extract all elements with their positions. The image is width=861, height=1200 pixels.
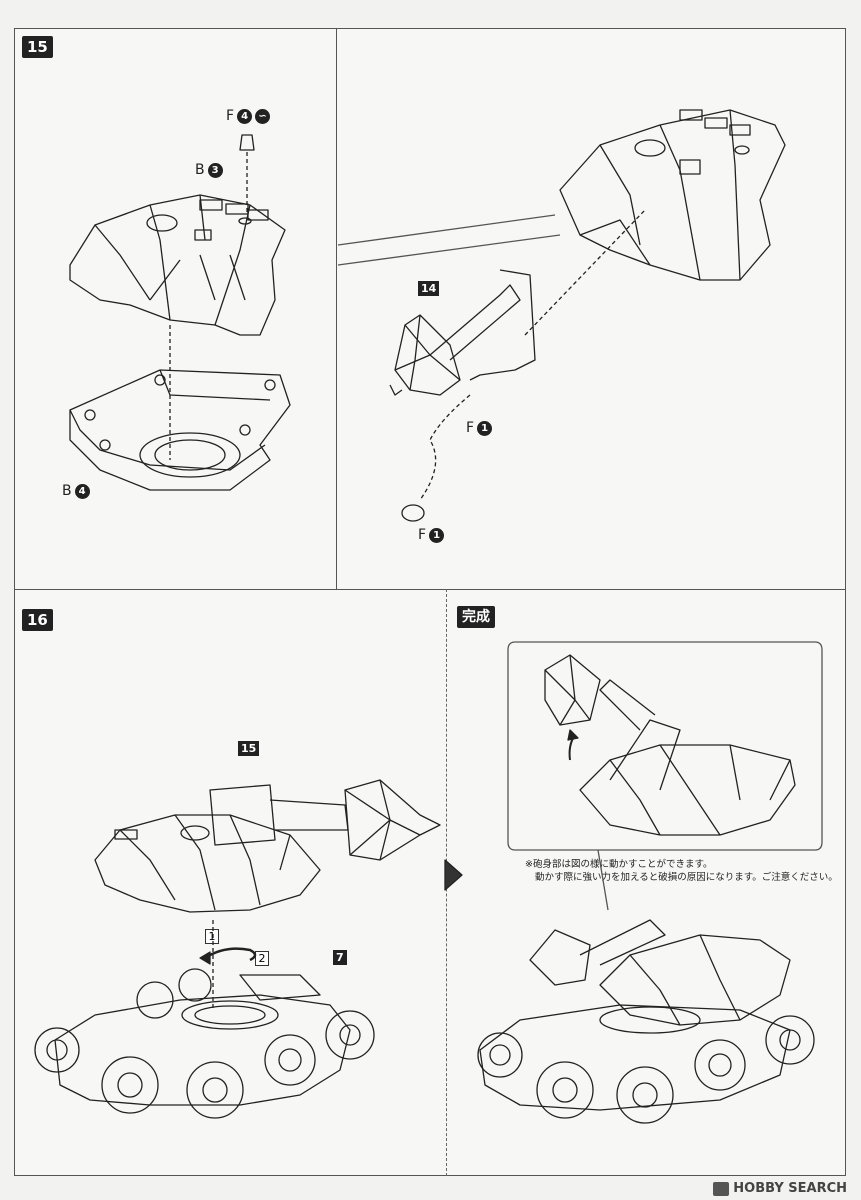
- rotate-arrow-icon: [204, 947, 257, 962]
- part-label-b4: B 4: [62, 483, 90, 499]
- part-label-f4: F 4 ∽: [226, 108, 271, 124]
- glue-icon: ∽: [255, 108, 271, 124]
- order-box-2: 2: [255, 951, 269, 966]
- turret-elevated-drawing: [544, 654, 796, 836]
- top-vertical-divider: [336, 28, 337, 589]
- watermark: HOBBY SEARCH: [713, 1181, 847, 1196]
- step-16-badge: 16: [22, 609, 53, 631]
- order-box-1: 1: [205, 929, 219, 944]
- turret-base-drawing: [69, 369, 291, 491]
- turret-assembly-drawing: [94, 779, 441, 913]
- turret-shell-drawing: [69, 194, 286, 336]
- part-label-f1-top: F 1: [466, 420, 493, 436]
- horizontal-divider: [14, 589, 846, 590]
- cap-part-drawing: [401, 504, 425, 522]
- arrow-right-icon: [444, 859, 463, 891]
- gun-barrel-drawing: [389, 269, 536, 396]
- assembly-tag-7: 7: [333, 950, 347, 965]
- assembly-tag-15: 15: [238, 741, 260, 756]
- step-15-badge: 15: [22, 36, 53, 58]
- complete-vehicle-drawing: [477, 919, 815, 1124]
- pin-part-drawing: [239, 134, 255, 151]
- assembled-turret-drawing: [559, 109, 786, 281]
- complete-badge: 完成: [457, 606, 495, 628]
- vehicle-chassis-drawing: [34, 968, 375, 1119]
- assembly-tag-14: 14: [418, 281, 440, 296]
- part-label-f1-bottom: F 1: [418, 527, 445, 543]
- part-label-b3: B 3: [195, 162, 223, 178]
- hobbysearch-logo-icon: [713, 1181, 730, 1196]
- instruction-frame: [14, 28, 846, 1176]
- caution-note: ※砲身部は図の様に動かすことができます。 動かす際に強い力を加えると破損の原因に…: [525, 859, 838, 883]
